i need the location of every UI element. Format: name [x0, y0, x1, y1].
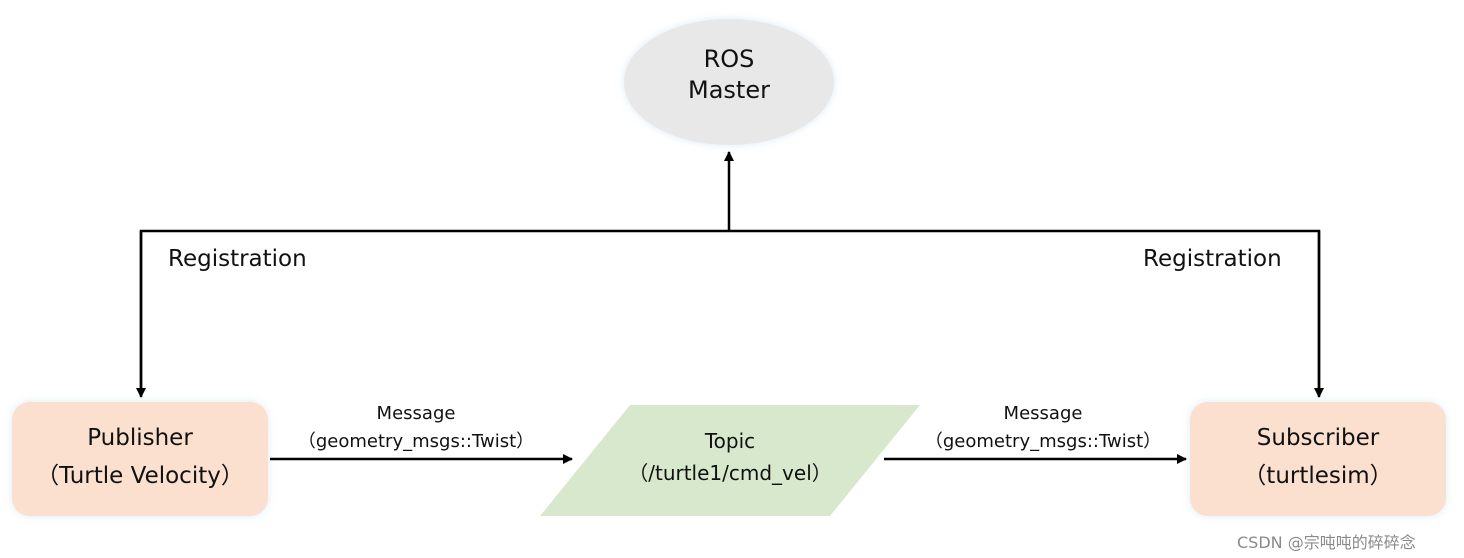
subscriber-line2: （turtlesim）	[1243, 462, 1393, 489]
message-right-line2: （geometry_msgs::Twist）	[924, 430, 1162, 452]
topic-node	[540, 405, 920, 516]
ros-master-label: ROS Master	[629, 44, 829, 106]
message-right-line1: Message	[1003, 403, 1083, 424]
message-label-right: Message （geometry_msgs::Twist）	[913, 400, 1173, 456]
topic-label: Topic （/turtle1/cmd_vel）	[580, 425, 880, 489]
message-left-line2: （geometry_msgs::Twist）	[297, 430, 535, 452]
ros-master-line2: Master	[688, 76, 770, 105]
publisher-line2: （Turtle Velocity）	[36, 462, 244, 489]
publisher-line1: Publisher	[87, 425, 193, 451]
topic-line2: （/turtle1/cmd_vel）	[628, 461, 832, 485]
message-label-left: Message （geometry_msgs::Twist）	[286, 400, 546, 456]
ros-master-line1: ROS	[703, 45, 755, 73]
registration-label-left: Registration	[168, 246, 307, 272]
message-left-line1: Message	[376, 403, 456, 424]
ros-master-node	[624, 19, 834, 145]
publisher-node	[12, 402, 268, 516]
registration-label-right: Registration	[1143, 246, 1282, 272]
subscriber-line1: Subscriber	[1256, 425, 1380, 451]
topic-line1: Topic	[704, 429, 756, 453]
subscriber-node	[1190, 402, 1446, 516]
subscriber-label: Subscriber （turtlesim）	[1190, 420, 1446, 496]
publisher-label: Publisher （Turtle Velocity）	[12, 420, 268, 496]
csdn-watermark: CSDN @宗吨吨的碎碎念	[1237, 533, 1416, 552]
